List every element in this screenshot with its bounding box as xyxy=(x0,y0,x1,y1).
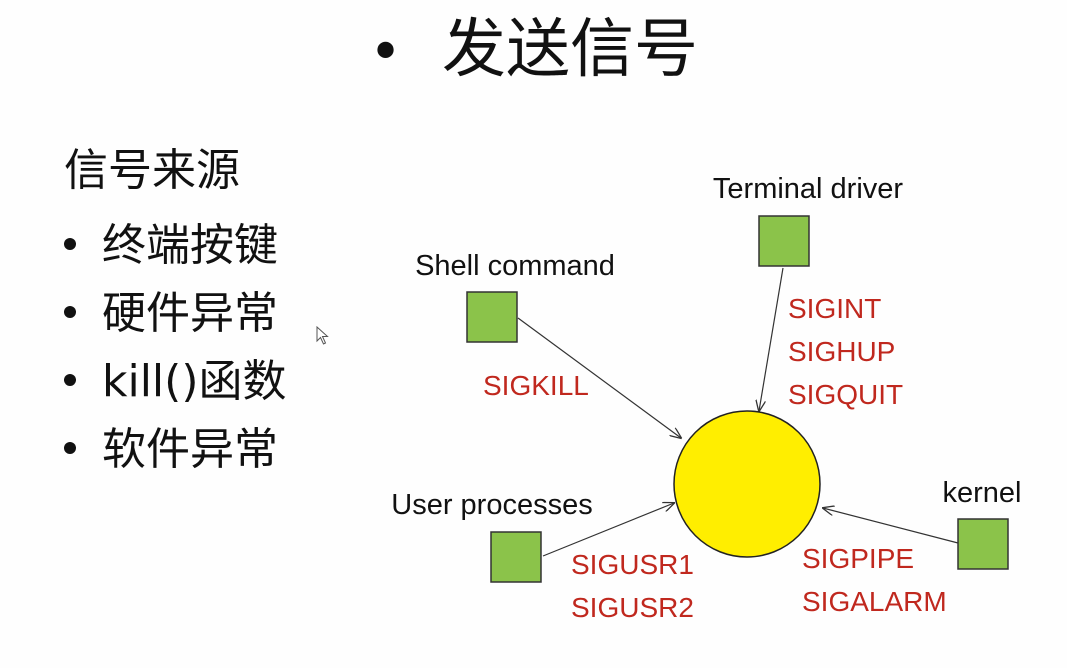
mouse-pointer-icon xyxy=(316,326,329,345)
signal-label-sigint: SIGINT xyxy=(788,293,881,324)
user-processes-box xyxy=(490,531,542,583)
signal-label-sigpipe: SIGPIPE xyxy=(802,543,914,574)
sources-heading: 信号来源 xyxy=(64,145,240,196)
arrow-shell-command xyxy=(517,317,681,438)
sources-list: 终端按键 硬件异常 kill()函数 软件异常 xyxy=(64,212,287,484)
title-bullet-icon: • xyxy=(368,20,403,85)
list-item: 软件异常 xyxy=(64,416,287,484)
terminal-driver-box xyxy=(758,215,810,267)
signal-label-sigalarm: SIGALARM xyxy=(802,586,947,617)
title-text: 发送信号 xyxy=(442,13,699,87)
arrow-user-processes xyxy=(542,503,674,557)
bullet-icon xyxy=(64,442,76,454)
shell-command-label: Shell command xyxy=(415,250,615,282)
kernel-box xyxy=(957,518,1009,570)
slide-title: • 发送信号 xyxy=(0,10,1067,93)
kernel-label: kernel xyxy=(943,477,1022,509)
terminal-driver-label: Terminal driver xyxy=(713,173,903,205)
shell-command-box xyxy=(466,291,518,343)
bullet-icon xyxy=(64,374,76,386)
list-item-label: 终端按键 xyxy=(102,220,278,271)
arrow-terminal-driver xyxy=(759,267,784,411)
list-item: 硬件异常 xyxy=(64,280,287,348)
arrow-kernel xyxy=(823,508,959,544)
signal-label-sigusr2: SIGUSR2 xyxy=(571,592,694,623)
list-item-label: kill()函数 xyxy=(102,356,287,407)
list-item-label: 硬件异常 xyxy=(102,288,278,339)
signal-label-sighup: SIGHUP xyxy=(788,336,895,367)
bullet-icon xyxy=(64,306,76,318)
signal-label-sigquit: SIGQUIT xyxy=(788,379,903,410)
user-processes-label: User processes xyxy=(391,489,592,521)
signal-label-sigkill: SIGKILL xyxy=(483,370,589,401)
signal-label-sigusr1: SIGUSR1 xyxy=(571,549,694,580)
list-item: 终端按键 xyxy=(64,212,287,280)
target-process-circle xyxy=(673,410,821,558)
list-item-label: 软件异常 xyxy=(102,424,278,475)
bullet-icon xyxy=(64,238,76,250)
list-item: kill()函数 xyxy=(64,348,287,416)
